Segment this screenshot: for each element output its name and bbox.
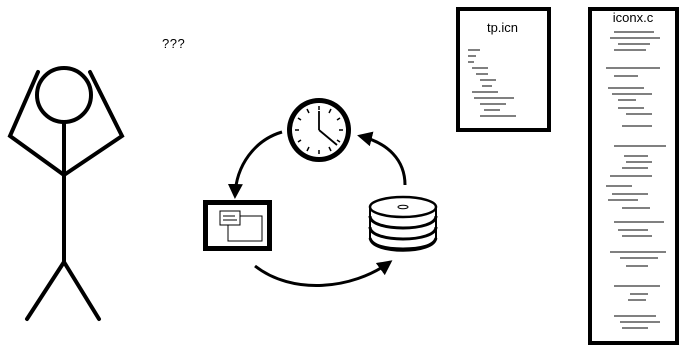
tp-icn-filename: tp.icn bbox=[486, 20, 519, 35]
stick-figure-right-leg bbox=[62, 260, 101, 321]
window-icon bbox=[203, 200, 272, 251]
stick-figure-left-arm bbox=[7, 70, 66, 177]
tp-icn-document bbox=[456, 7, 551, 132]
stick-figure-right-arm bbox=[62, 70, 125, 177]
arrow-window-to-database bbox=[254, 260, 393, 288]
database-icon bbox=[368, 195, 438, 252]
stick-figure bbox=[7, 66, 125, 321]
cycle-arrows bbox=[227, 130, 407, 288]
arrow-database-to-clock bbox=[357, 131, 407, 186]
confused-label: ??? bbox=[162, 36, 186, 51]
iconx-c-filename: iconx.c bbox=[612, 10, 654, 25]
iconx-c-document bbox=[588, 7, 679, 345]
stick-figure-left-leg bbox=[25, 260, 66, 321]
stick-figure-head bbox=[35, 66, 93, 124]
arrow-clock-to-window bbox=[227, 130, 283, 199]
clock-icon bbox=[287, 98, 351, 162]
